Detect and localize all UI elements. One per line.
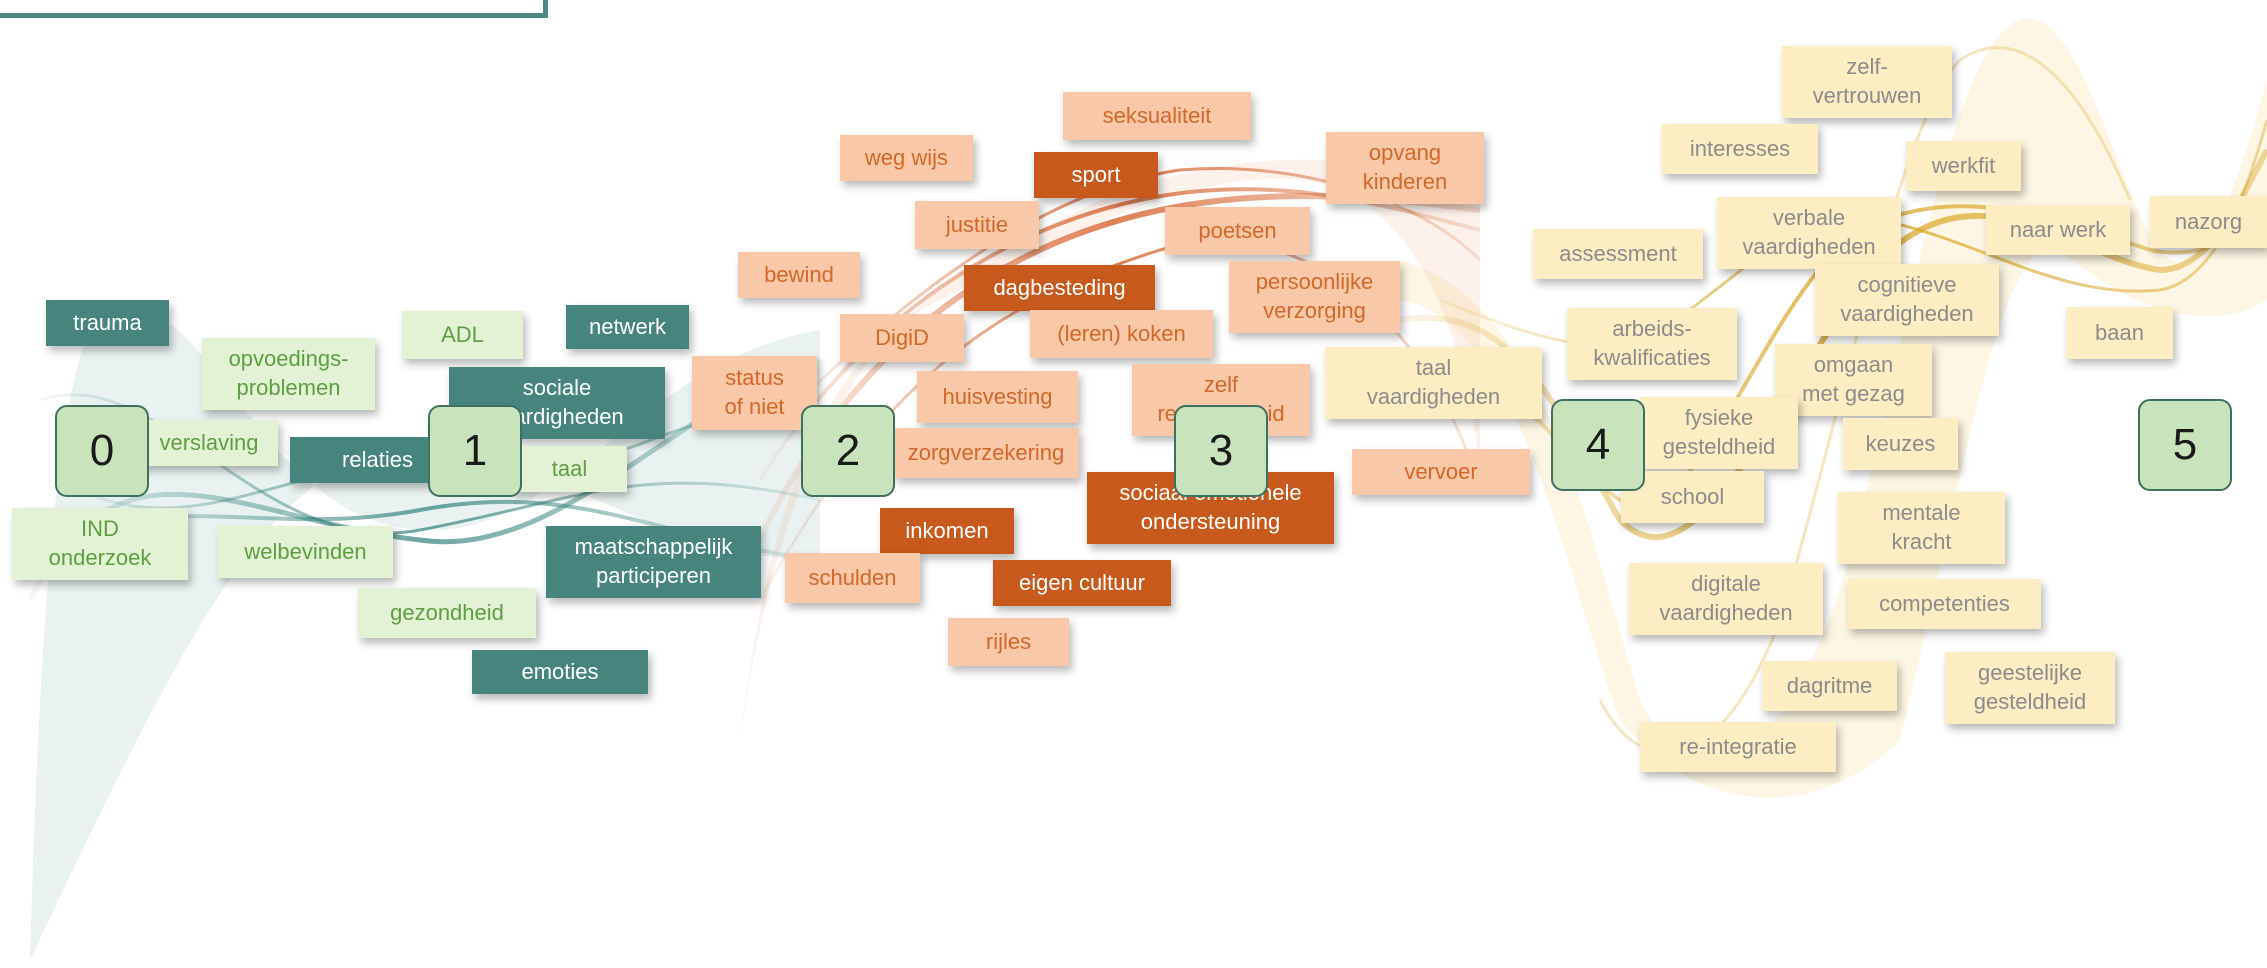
label-sport: sport — [1034, 152, 1158, 198]
orange-ribbon-fill — [740, 159, 1480, 740]
phase-node-5: 5 — [2138, 399, 2232, 491]
label-competenties: competenties — [1848, 579, 2041, 629]
label-interesses: interesses — [1662, 124, 1818, 174]
label-zorgverzekering: zorgverzekering — [893, 428, 1079, 478]
label-re-integratie: re-integratie — [1640, 722, 1836, 772]
top-frame-border — [0, 0, 548, 18]
label-digid: DigiD — [840, 314, 964, 362]
label-bewind: bewind — [738, 252, 860, 298]
label-leren-koken: (leren) koken — [1030, 310, 1213, 358]
label-justitie: justitie — [915, 201, 1039, 249]
phase-node-1: 1 — [428, 405, 522, 497]
label-schulden: schulden — [785, 553, 920, 603]
label-emoties: emoties — [472, 650, 648, 694]
label-inkomen: inkomen — [880, 508, 1014, 554]
label-verslaving: verslaving — [140, 420, 278, 466]
label-baan: baan — [2066, 307, 2173, 359]
phase-node-0: 0 — [55, 405, 149, 497]
label-welbevinden: welbevinden — [218, 526, 393, 578]
label-zelfvertrouwen: zelf-vertrouwen — [1782, 46, 1952, 118]
label-trauma: trauma — [46, 300, 169, 346]
label-dagritme: dagritme — [1762, 661, 1897, 711]
label-huisvesting: huisvesting — [917, 371, 1078, 423]
label-netwerk: netwerk — [566, 305, 689, 349]
label-assessment: assessment — [1533, 229, 1703, 279]
label-adl: ADL — [402, 311, 523, 359]
label-keuzes: keuzes — [1843, 418, 1958, 470]
label-eigen-cultuur: eigen cultuur — [993, 560, 1171, 606]
label-naar-werk: naar werk — [1986, 205, 2130, 255]
label-arbeidskwalificaties: arbeids-kwalificaties — [1567, 308, 1737, 380]
label-weg-wijs: weg wijs — [840, 135, 973, 181]
phase-node-3: 3 — [1174, 405, 1268, 497]
label-seksualiteit: seksualiteit — [1063, 92, 1251, 140]
label-sociaal-emotionele-ondersteuning: sociaal emotioneleondersteuning — [1087, 472, 1334, 544]
label-gezondheid: gezondheid — [358, 588, 536, 638]
label-taal: taal — [512, 446, 627, 492]
label-opvoedingsproblemen: opvoedings-problemen — [202, 338, 375, 410]
label-dagbesteding: dagbesteding — [964, 265, 1155, 311]
label-vervoer: vervoer — [1352, 449, 1530, 495]
phase-node-4: 4 — [1551, 399, 1645, 491]
label-werkfit: werkfit — [1906, 141, 2021, 191]
label-nazorg: nazorg — [2150, 196, 2267, 248]
label-rijles: rijles — [948, 618, 1069, 666]
phase-node-2: 2 — [801, 405, 895, 497]
label-poetsen: poetsen — [1165, 207, 1310, 255]
